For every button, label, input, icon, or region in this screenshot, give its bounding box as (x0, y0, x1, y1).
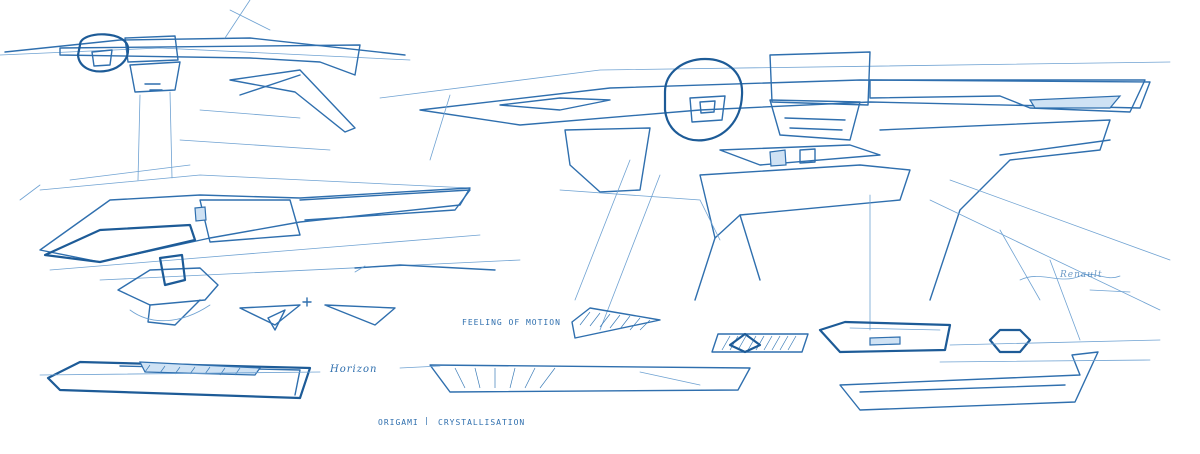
designer-signature-text: Renault (1060, 270, 1103, 280)
steering-wheel-closeup-sketch (117, 253, 219, 326)
horizon-bar-sketch (39, 360, 321, 400)
dashboard-overview-sketch (0, 0, 411, 181)
annotation-separator: | (424, 416, 430, 425)
horizon-bar-extension-sketch (399, 364, 751, 393)
main-interior-perspective-sketch (379, 51, 1171, 341)
dash-section-detail-sketch (818, 320, 1161, 411)
annotation-origami: ORIGAMI (378, 418, 419, 427)
annotation-feeling-of-motion: FEELING OF MOTION (462, 318, 561, 327)
feeling-of-motion-study (571, 307, 661, 339)
logo-hatch-study (711, 332, 809, 354)
annotation-crystallisation: CRYSTALLISATION (438, 418, 526, 427)
designer-signature (1019, 273, 1131, 293)
shape-study-triangles (239, 264, 496, 331)
annotation-horizon: Horizon (330, 364, 378, 375)
dashboard-perspective-sketch (19, 164, 521, 281)
